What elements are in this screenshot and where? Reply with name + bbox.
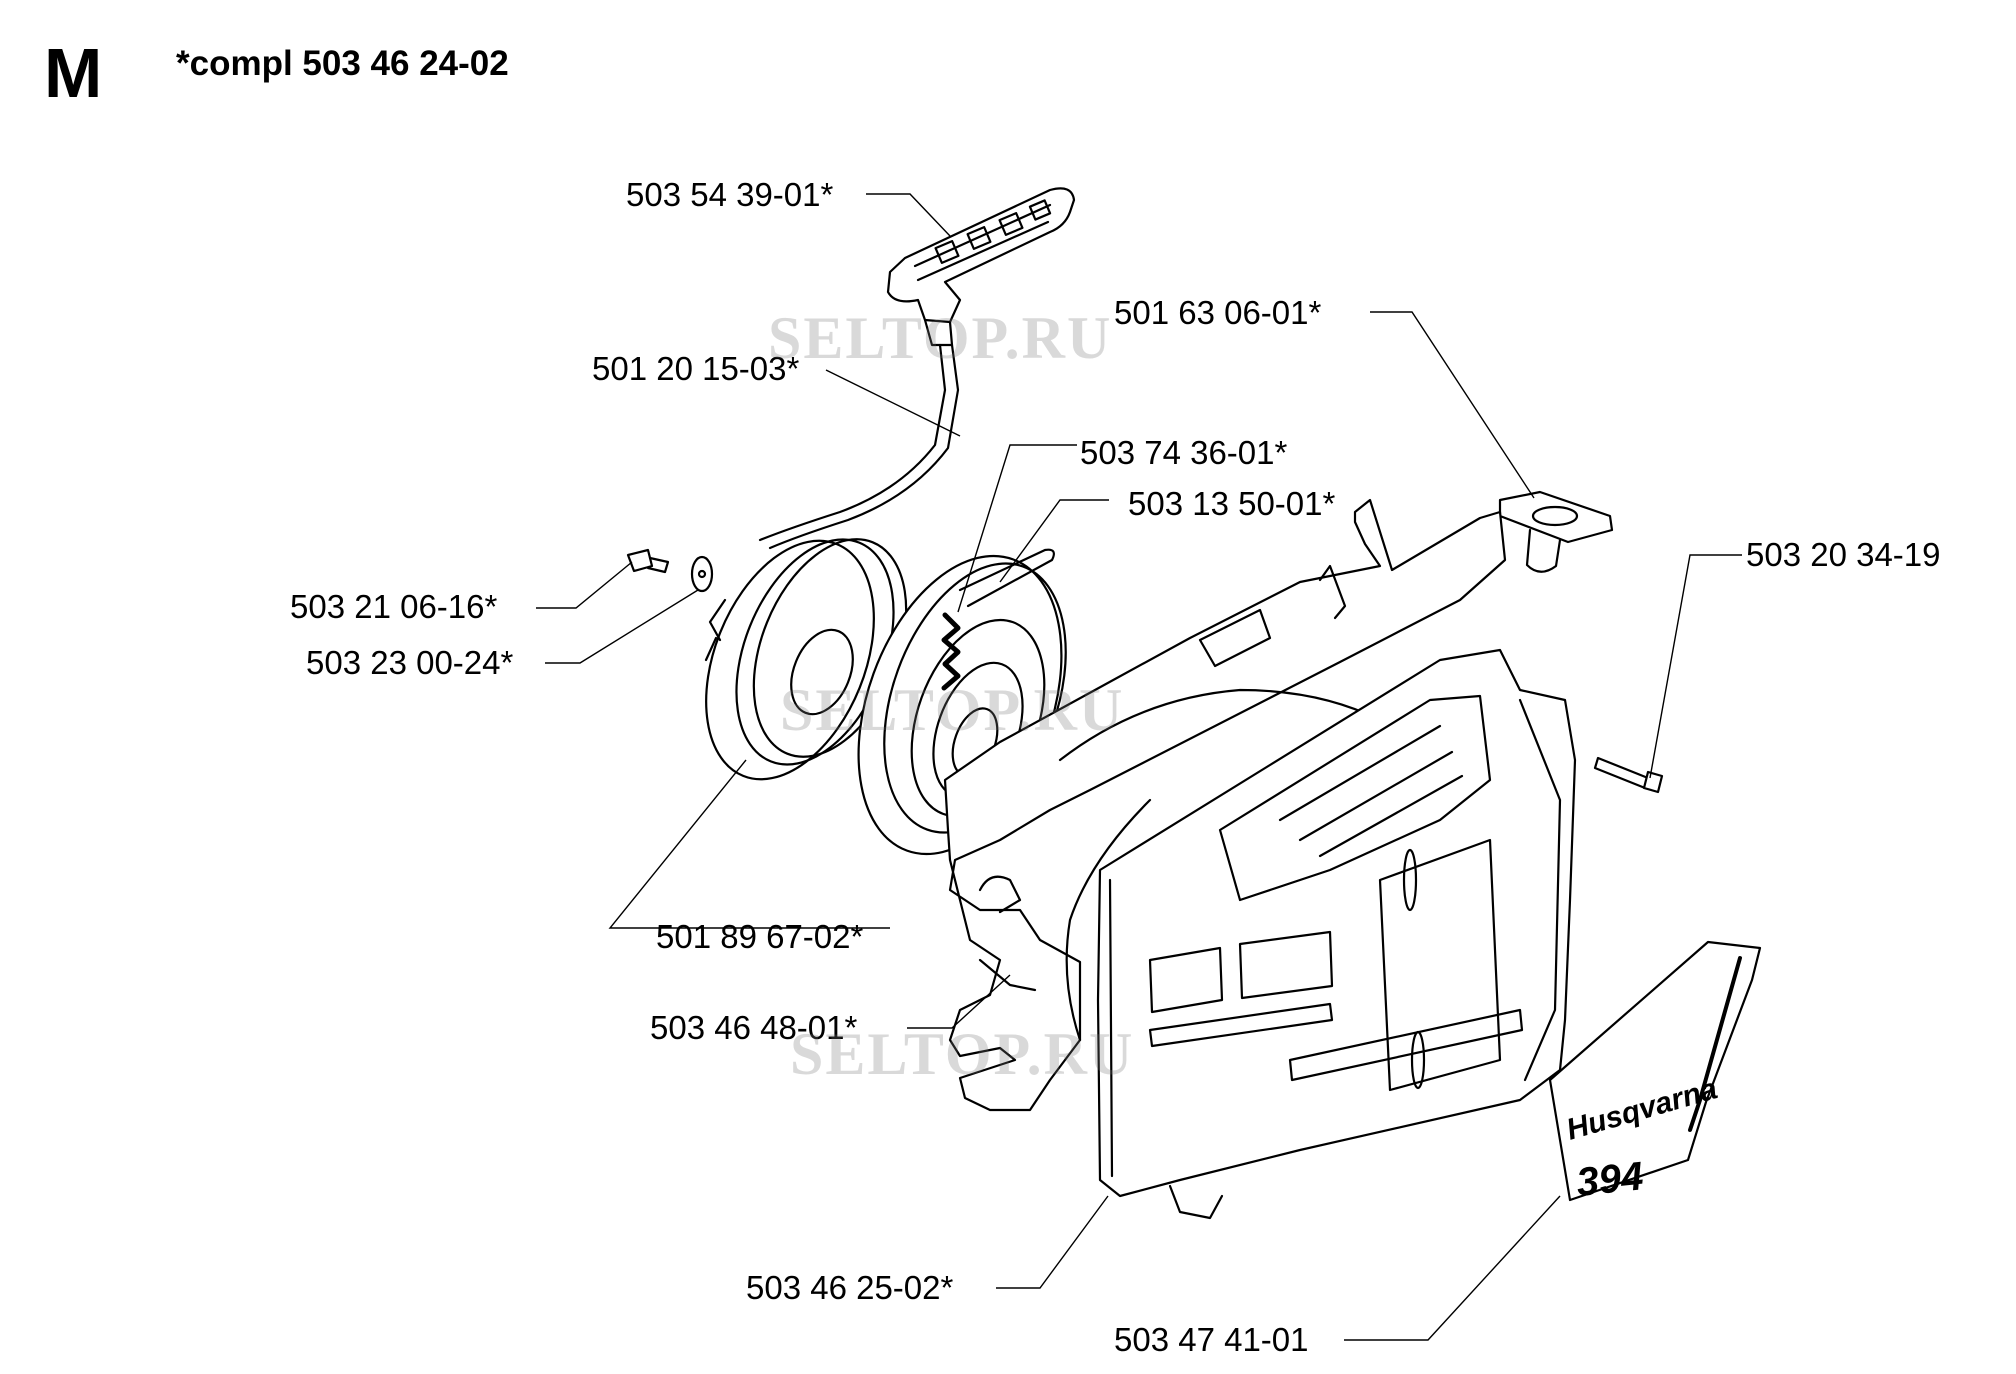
label-center-screw: 503 21 06-16* (290, 588, 498, 625)
rope-guide-part (1500, 492, 1612, 572)
watermark: SELTOP.RU (790, 1021, 1135, 1087)
label-rope-pulley: 501 89 67-02* (656, 918, 864, 955)
label-starter-cover: 503 46 25-02* (746, 1269, 954, 1306)
starter-cord-part (760, 345, 958, 548)
starter-cover-part (1098, 650, 1575, 1218)
kit-part-number: *compl 503 46 24-02 (176, 44, 509, 83)
starter-housing-part (945, 500, 1505, 1110)
label-starter-housing: 503 46 48-01* (650, 1009, 858, 1046)
label-decal: 503 47 41-01 (1114, 1321, 1309, 1358)
label-starter-handle: 503 54 39-01* (626, 176, 834, 213)
section-letter: M (44, 34, 103, 112)
label-starter-cord: 501 20 15-03* (592, 350, 800, 387)
watermark: SELTOP.RU (780, 677, 1125, 743)
label-washer: 503 23 00-24* (306, 644, 514, 681)
label-recoil-spring: 503 74 36-01* (1080, 434, 1288, 471)
decal-model-text: 394 (1574, 1154, 1645, 1205)
label-cover-screw: 503 20 34-19 (1746, 536, 1941, 573)
label-spring-pawl: 503 13 50-01* (1128, 485, 1336, 522)
screw-and-washer-parts (628, 550, 712, 591)
label-rope-guide: 501 63 06-01* (1114, 294, 1322, 331)
starter-handle-part (888, 188, 1074, 345)
rope-pulley-part (674, 516, 936, 804)
leader-lines (536, 194, 1742, 1340)
cover-screw-part (1595, 758, 1662, 792)
decal-part: Husqvarna 394 (1550, 942, 1760, 1205)
watermark: SELTOP.RU (768, 305, 1113, 371)
